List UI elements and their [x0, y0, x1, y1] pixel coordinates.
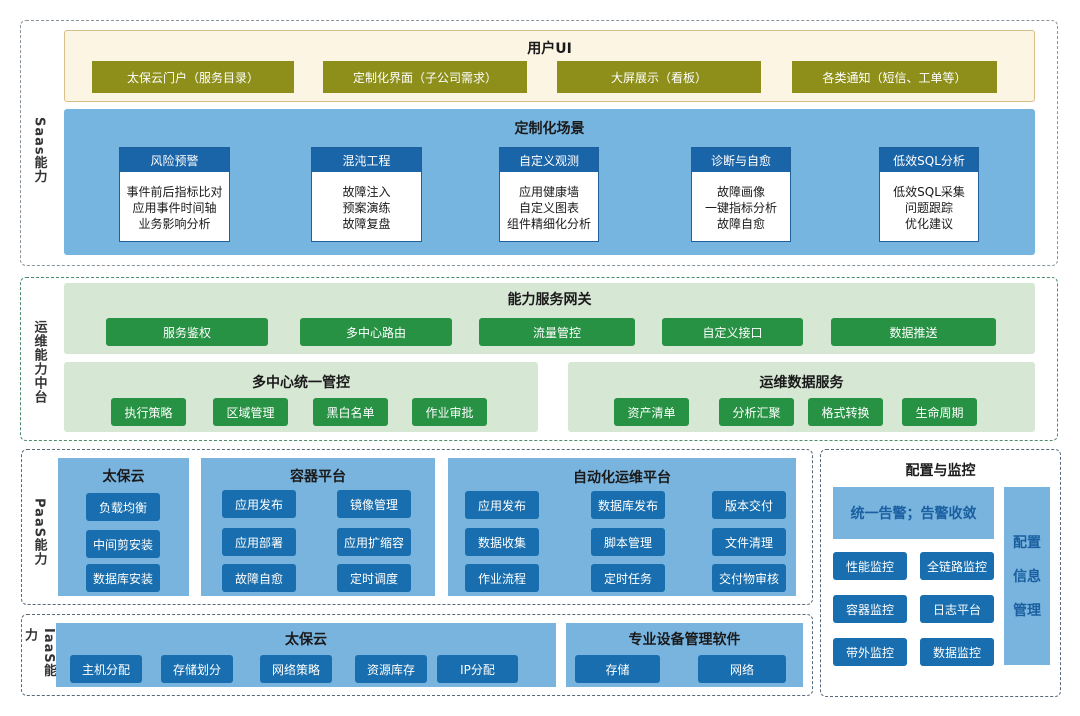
paas-layer [21, 449, 813, 605]
multi-center-item[interactable]: 作业审批 [412, 398, 487, 426]
monitor-item[interactable]: 性能监控 [833, 552, 907, 580]
container-item[interactable]: 定时调度 [337, 564, 411, 592]
container-item[interactable]: 故障自愈 [222, 564, 296, 592]
scene-card[interactable]: 混沌工程 故障注入 预案演练 故障复盘 [311, 147, 422, 242]
iaas-taibao-cloud-item[interactable]: 网络策略 [260, 655, 332, 683]
container-platform-title: 容器平台 [290, 469, 346, 485]
device-mgmt-item[interactable]: 网络 [698, 655, 786, 683]
automation-item[interactable]: 交付物审核 [712, 564, 786, 592]
monitor-item[interactable]: 数据监控 [920, 638, 994, 666]
scene-card-line: 事件前后指标比对 [126, 185, 223, 199]
ops-platform-layer [20, 277, 1058, 441]
scene-card-line: 故障注入 [342, 185, 391, 199]
paas-taibao-cloud-title: 太保云 [102, 469, 145, 485]
scene-card-line: 问题跟踪 [904, 201, 953, 215]
automation-item[interactable]: 版本交付 [712, 491, 786, 519]
user-ui-item[interactable]: 太保云门户（服务目录） [92, 61, 294, 93]
scene-card-title: 混沌工程 [312, 148, 421, 172]
scene-card-line: 预案演练 [342, 201, 391, 215]
iaas-taibao-cloud-item[interactable]: 存储划分 [161, 655, 233, 683]
config-info-mgmt-box[interactable]: 配置 信息 管理 [1004, 487, 1050, 665]
data-service-item[interactable]: 格式转换 [808, 398, 883, 426]
gateway-item[interactable]: 自定义接口 [662, 318, 803, 346]
scene-card-line: 应用事件时间轴 [132, 201, 217, 215]
user-ui-item[interactable]: 定制化界面（子公司需求） [323, 61, 527, 93]
monitor-item[interactable]: 带外监控 [833, 638, 907, 666]
automation-item[interactable]: 应用发布 [465, 491, 539, 519]
scene-card[interactable]: 风险预警 事件前后指标比对 应用事件时间轴 业务影响分析 [119, 147, 230, 242]
scene-card-line: 一键指标分析 [704, 201, 777, 215]
custom-scenes-title: 定制化场景 [514, 121, 585, 137]
container-item[interactable]: 应用部署 [222, 528, 296, 556]
scene-card-line: 组件精细化分析 [506, 217, 591, 231]
scene-card-line: 故障画像 [716, 185, 765, 199]
ops-platform-layer-label: 运维能力中台 [31, 320, 47, 404]
device-mgmt-title: 专业设备管理软件 [628, 632, 741, 648]
multi-center-item[interactable]: 黑白名单 [313, 398, 388, 426]
gateway-item[interactable]: 服务鉴权 [106, 318, 268, 346]
multi-center-item[interactable]: 区域管理 [213, 398, 288, 426]
saas-layer [20, 20, 1058, 266]
scene-card-line: 低效SQL采集 [893, 185, 965, 199]
multi-center-item[interactable]: 执行策略 [111, 398, 186, 426]
gateway-item[interactable]: 流量管控 [479, 318, 635, 346]
container-item[interactable]: 镜像管理 [337, 490, 411, 518]
iaas-taibao-cloud-item[interactable]: 主机分配 [70, 655, 142, 683]
config-monitor-title: 配置与监控 [905, 463, 976, 479]
data-service-item[interactable]: 资产清单 [614, 398, 689, 426]
scene-card-title: 风险预警 [120, 148, 229, 172]
automation-item[interactable]: 数据收集 [465, 528, 539, 556]
config-monitor-layer [820, 449, 1061, 697]
iaas-taibao-cloud-item[interactable]: 资源库存 [355, 655, 427, 683]
paas-taibao-cloud-item[interactable]: 中间剪安装 [86, 530, 160, 558]
scene-card-line: 应用健康墙 [518, 185, 579, 199]
automation-platform-title: 自动化运维平台 [573, 470, 671, 486]
unified-alert-box[interactable]: 统一告警；告警收敛 [833, 487, 994, 539]
iaas-taibao-cloud-item[interactable]: IP分配 [437, 655, 518, 683]
automation-item[interactable]: 数据库发布 [591, 491, 665, 519]
gateway-title: 能力服务网关 [507, 292, 592, 308]
config-info-line: 配置 [1013, 535, 1041, 551]
gateway-item[interactable]: 数据推送 [831, 318, 996, 346]
data-service-item[interactable]: 生命周期 [902, 398, 977, 426]
automation-item[interactable]: 作业流程 [465, 564, 539, 592]
data-service-item[interactable]: 分析汇聚 [719, 398, 794, 426]
scene-card[interactable]: 自定义观测 应用健康墙 自定义图表 组件精细化分析 [499, 147, 599, 242]
monitor-item[interactable]: 全链路监控 [920, 552, 994, 580]
scene-card-title: 诊断与自愈 [692, 148, 790, 172]
user-ui-title: 用户UI [527, 41, 572, 57]
paas-taibao-cloud-item[interactable]: 数据库安装 [86, 564, 160, 592]
iaas-layer [21, 614, 813, 696]
scene-card[interactable]: 诊断与自愈 故障画像 一键指标分析 故障自愈 [691, 147, 791, 242]
monitor-item[interactable]: 日志平台 [920, 595, 994, 623]
device-mgmt-item[interactable]: 存储 [575, 655, 660, 683]
scene-card-line: 业务影响分析 [138, 217, 211, 231]
container-item[interactable]: 应用扩缩容 [337, 528, 411, 556]
paas-layer-label: PaaS能力 [31, 497, 47, 567]
config-info-line: 管理 [1013, 603, 1041, 619]
multi-center-title: 多中心统一管控 [252, 375, 350, 391]
scene-card-line: 优化建议 [904, 217, 953, 231]
iaas-taibao-cloud-title: 太保云 [285, 632, 327, 648]
scene-card-line: 故障自愈 [716, 217, 765, 231]
config-info-line: 信息 [1013, 569, 1041, 585]
scene-card-line: 故障复盘 [342, 217, 391, 231]
iaas-layer-label: IaaS能力 [22, 628, 56, 678]
scene-card-title: 自定义观测 [500, 148, 598, 172]
automation-item[interactable]: 文件清理 [712, 528, 786, 556]
user-ui-item[interactable]: 各类通知（短信、工单等） [792, 61, 997, 93]
container-item[interactable]: 应用发布 [222, 490, 296, 518]
scene-card-title: 低效SQL分析 [880, 148, 978, 172]
data-service-title: 运维数据服务 [759, 375, 844, 391]
user-ui-item[interactable]: 大屏展示（看板） [557, 61, 761, 93]
scene-card[interactable]: 低效SQL分析 低效SQL采集 问题跟踪 优化建议 [879, 147, 979, 242]
automation-item[interactable]: 脚本管理 [591, 528, 665, 556]
monitor-item[interactable]: 容器监控 [833, 595, 907, 623]
gateway-item[interactable]: 多中心路由 [300, 318, 452, 346]
scene-card-line: 自定义图表 [518, 201, 579, 215]
saas-layer-label: Saas能力 [31, 116, 47, 184]
paas-taibao-cloud-item[interactable]: 负载均衡 [86, 493, 160, 521]
automation-item[interactable]: 定时任务 [591, 564, 665, 592]
